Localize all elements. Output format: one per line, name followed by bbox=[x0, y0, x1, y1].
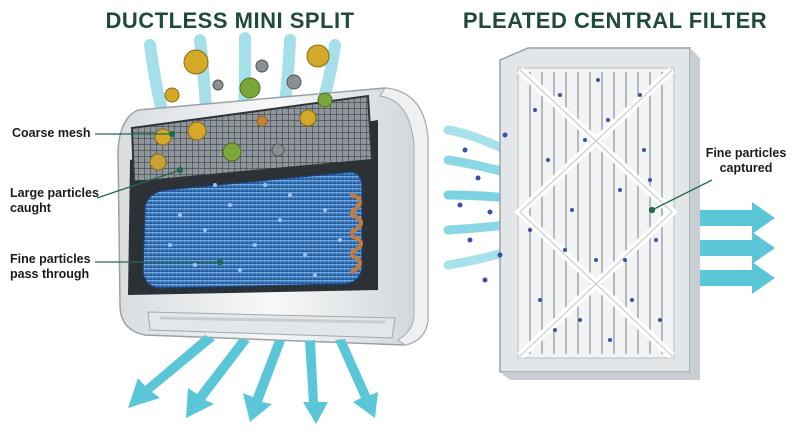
louver bbox=[159, 316, 386, 324]
arrow-icon bbox=[128, 335, 215, 408]
mini-split-unit bbox=[117, 87, 429, 346]
arrow-icon bbox=[700, 232, 775, 264]
leader-line-right bbox=[648, 179, 713, 214]
clean-air-arrows bbox=[700, 202, 775, 294]
arrow-icon bbox=[700, 262, 775, 294]
spiky-particle-icon bbox=[149, 44, 333, 171]
mini-split-title: DUCTLESS MINI SPLIT bbox=[105, 8, 355, 33]
central-filter-title: PLEATED CENTRAL FILTER bbox=[462, 8, 768, 33]
copper-tubes bbox=[350, 193, 363, 274]
coarse-mesh-label: Coarse mesh bbox=[12, 126, 91, 140]
arrow-icon bbox=[335, 339, 378, 418]
arrow-icon bbox=[186, 338, 250, 418]
large-particles-label: Large particles caught bbox=[10, 186, 99, 215]
fine-particles-pass-label: Fine particles pass through bbox=[10, 252, 91, 281]
large-particles bbox=[149, 44, 333, 171]
fine-particles-right bbox=[457, 78, 662, 342]
output-airflow-arrows bbox=[128, 335, 378, 424]
leader-lines-left bbox=[95, 130, 224, 266]
fine-particles-captured-label: Fine particles captured bbox=[705, 146, 787, 175]
fine-particles-left bbox=[168, 183, 342, 277]
evaporator-coil bbox=[142, 171, 363, 289]
arrow-icon bbox=[700, 202, 775, 234]
arrow-icon bbox=[243, 340, 285, 422]
arrow-icon bbox=[303, 340, 328, 424]
pleated-filter bbox=[499, 47, 700, 380]
